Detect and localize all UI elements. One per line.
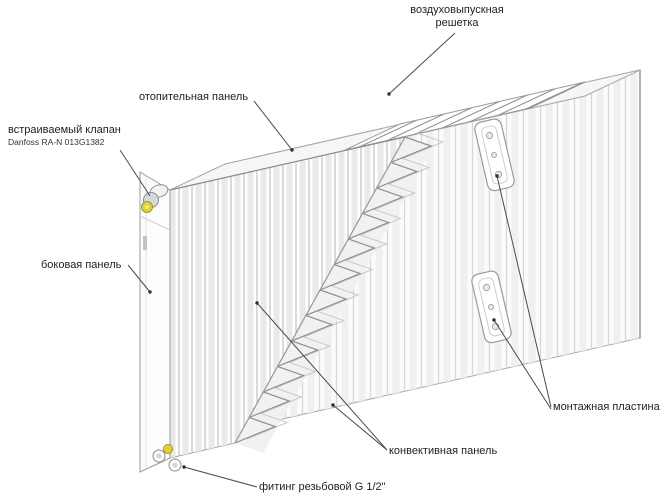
side-panel <box>139 171 171 473</box>
leader-air-grille <box>388 32 456 95</box>
fitting-yellow-cap <box>163 444 173 454</box>
leader-side-panel <box>127 264 151 293</box>
leader-dots <box>148 92 499 469</box>
label-valve-model: Danfoss RA-N 013G1382 <box>8 137 105 147</box>
leader-lines <box>119 32 552 488</box>
leader-mounting-plate-bottom <box>493 319 552 410</box>
label-air-grille: воздуховыпускная решетка <box>410 4 504 29</box>
label-mounting-plate: монтажная пластина <box>553 401 660 413</box>
mounting-plate-top <box>474 118 515 192</box>
mounting-plate-bottom <box>471 270 512 344</box>
air-grille <box>344 81 586 151</box>
leader-fitting <box>183 466 258 488</box>
leader-mounting-plate-top <box>496 175 552 408</box>
label-valve-name: встраиваемый клапан <box>8 124 121 136</box>
label-heating-panel: отопительная панель <box>139 91 249 103</box>
label-fitting: фитинг резьбовой G 1/2" <box>259 481 386 493</box>
leader-valve <box>119 149 151 197</box>
valve-assembly <box>141 184 169 213</box>
leader-convective-2 <box>332 404 388 451</box>
leader-heating-panel <box>253 100 293 151</box>
brand-mark <box>143 236 147 250</box>
label-valve: встраиваемый клапан Danfoss RA-N 013G138… <box>8 124 121 147</box>
label-convective-panel: конвективная панель <box>389 445 498 457</box>
label-side-panel: боковая панель <box>41 259 122 271</box>
fitting-assembly <box>152 444 182 472</box>
cutaway-edge <box>234 136 406 444</box>
leader-convective-1 <box>256 302 388 451</box>
